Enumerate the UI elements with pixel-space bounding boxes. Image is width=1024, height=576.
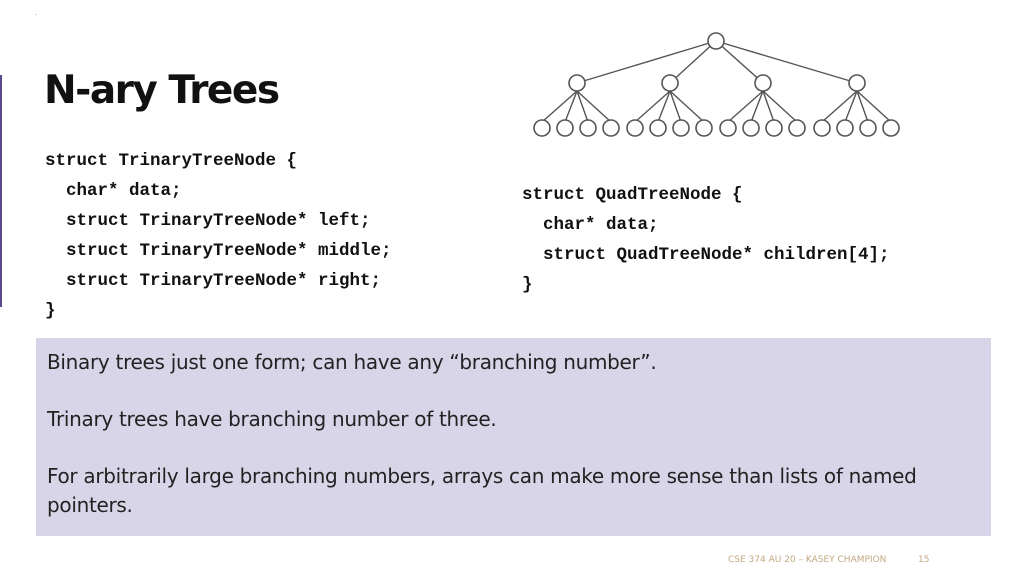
info-text: For arbitrarily large branching numbers,…: [47, 464, 917, 488]
info-box: Binary trees just one form; can have any…: [36, 338, 991, 536]
footer-course: CSE 374 AU 20 – KASEY CHAMPION: [728, 555, 887, 565]
nary-tree-diagram: [533, 32, 900, 137]
page-number: 15: [918, 555, 930, 565]
code-line: }: [522, 275, 533, 295]
trinary-node-code: struct TrinaryTreeNode { char* data; str…: [45, 146, 392, 326]
code-line: struct TrinaryTreeNode* right;: [45, 271, 382, 291]
info-text: Trinary trees have branching number of t…: [47, 407, 497, 431]
code-line: struct TrinaryTreeNode* middle;: [45, 241, 392, 261]
code-line: struct TrinaryTreeNode {: [45, 151, 298, 171]
code-line: char* data;: [45, 181, 182, 201]
code-line: struct TrinaryTreeNode* left;: [45, 211, 371, 231]
accent-bar: [0, 75, 2, 307]
slide-title: N-ary Trees: [44, 68, 280, 113]
code-line: }: [45, 301, 56, 321]
info-text: Binary trees just one form; can have any…: [47, 350, 657, 374]
quad-node-code: struct QuadTreeNode { char* data; struct…: [522, 180, 890, 300]
info-text: pointers.: [47, 493, 133, 517]
corner-mark: .: [35, 10, 37, 17]
code-line: char* data;: [522, 215, 659, 235]
code-line: struct QuadTreeNode* children[4];: [522, 245, 890, 265]
code-line: struct QuadTreeNode {: [522, 185, 743, 205]
